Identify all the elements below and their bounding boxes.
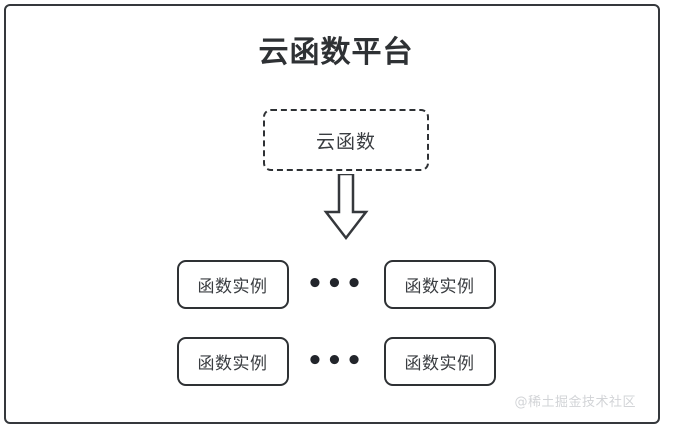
page-title: 云函数平台 — [258, 35, 414, 70]
function-instance-label: 函数实例 — [404, 276, 475, 297]
function-instance-node: 函数实例 — [383, 336, 496, 386]
function-instance-label: 函数实例 — [404, 353, 475, 374]
down-block-arrow-icon — [322, 172, 370, 242]
cloud-function-node: 云函数 — [263, 109, 429, 171]
function-instance-label: 函数实例 — [197, 276, 268, 297]
function-instance-label: 函数实例 — [197, 353, 268, 374]
ellipsis-separator: ••• — [306, 346, 366, 376]
instance-row: 函数实例 ••• 函数实例 — [6, 259, 666, 309]
function-instance-node: 函数实例 — [176, 336, 289, 386]
function-instance-node: 函数实例 — [383, 259, 496, 309]
instance-row: 函数实例 ••• 函数实例 — [6, 336, 666, 386]
cloud-function-label: 云函数 — [315, 130, 376, 153]
ellipsis-separator: ••• — [306, 269, 366, 299]
cloud-function-platform-container: 云函数平台 云函数 函数实例 ••• 函数实例 函数实例 ••• 函数实例 — [4, 4, 660, 424]
function-instance-node: 函数实例 — [176, 259, 289, 309]
watermark: @稀土掘金技术社区 — [514, 395, 636, 410]
